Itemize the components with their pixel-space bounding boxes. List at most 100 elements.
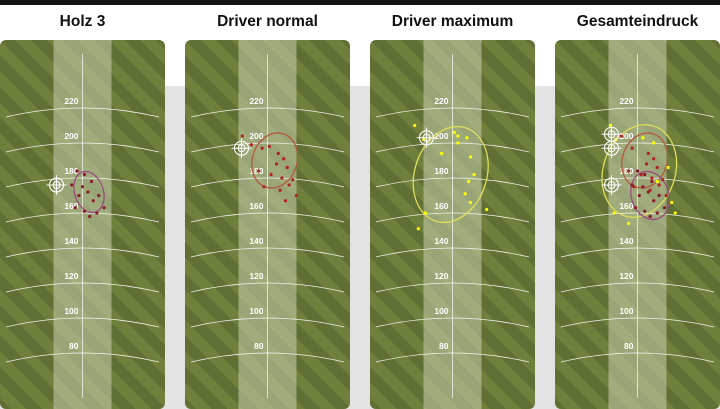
distance-arc	[5, 212, 160, 223]
shot-point	[661, 178, 665, 182]
distance-label: 220	[434, 96, 448, 106]
distance-label: 180	[619, 166, 633, 176]
distance-arc	[5, 352, 160, 363]
distance-arc	[190, 282, 345, 293]
distance-label: 80	[69, 341, 79, 351]
shot-point	[641, 185, 645, 189]
shot-point	[641, 136, 645, 140]
distance-label: 160	[249, 201, 263, 211]
distance-label: 120	[619, 271, 633, 281]
shot-point	[468, 200, 473, 205]
distance-arc	[560, 247, 715, 258]
shot-point	[294, 193, 298, 198]
target-crosshair-icon	[416, 127, 437, 148]
shot-point	[82, 209, 86, 213]
shot-point	[82, 172, 86, 177]
shot-point	[655, 179, 659, 184]
distance-label: 100	[64, 306, 78, 316]
shot-point	[655, 211, 659, 215]
shot-point	[646, 190, 650, 194]
top-rule	[0, 0, 720, 5]
distance-label: 80	[439, 341, 449, 351]
distance-arc	[5, 247, 160, 258]
dispersion-ellipse	[412, 125, 489, 224]
shot-point	[77, 193, 81, 198]
shot-point	[416, 227, 420, 231]
panel-title: Driver normal	[217, 13, 318, 30]
shot-point	[635, 169, 640, 173]
distance-label: 120	[249, 271, 263, 281]
distance-label: 120	[434, 271, 448, 281]
panel-title: Driver maximum	[391, 13, 514, 30]
shot-point	[644, 162, 649, 166]
shot-point	[452, 130, 456, 135]
distance-arc	[375, 282, 530, 293]
shot-point	[70, 183, 74, 187]
distance-label: 140	[249, 236, 263, 246]
distance-label: 120	[64, 271, 78, 281]
distance-arc	[375, 352, 530, 363]
distance-label: 220	[249, 96, 263, 106]
distance-arc	[190, 142, 345, 153]
distance-arc	[5, 282, 160, 293]
shot-point	[639, 172, 643, 177]
shot-point	[102, 206, 106, 210]
distance-label: 80	[254, 341, 264, 351]
distance-arc	[190, 177, 345, 188]
distance-label: 200	[619, 131, 633, 141]
distance-arc	[375, 212, 530, 223]
shot-point	[413, 123, 417, 128]
distance-arc	[560, 177, 715, 188]
shot-point	[456, 134, 460, 138]
shot-point	[643, 209, 647, 213]
distance-arc	[375, 107, 530, 118]
panel-title: Gesamteindruck	[576, 13, 699, 30]
shot-point	[646, 151, 650, 156]
shot-point	[280, 176, 284, 180]
shot-point	[283, 199, 288, 203]
shot-point	[256, 169, 261, 173]
shot-point	[278, 188, 282, 192]
target-crosshair-icon	[601, 138, 622, 159]
target-crosshair-icon	[601, 175, 622, 195]
shot-point	[285, 165, 289, 170]
shot-point	[662, 206, 667, 210]
distance-label: 200	[249, 131, 263, 141]
shot-point	[634, 206, 638, 210]
shot-point	[652, 199, 656, 203]
shot-point	[468, 155, 473, 159]
distance-label: 100	[619, 306, 633, 316]
shot-point	[472, 172, 476, 177]
distance-label: 140	[434, 236, 448, 246]
distance-label: 160	[64, 201, 78, 211]
shot-point	[95, 211, 99, 215]
shot-point	[612, 211, 616, 215]
target-crosshair-icon	[231, 138, 252, 159]
distance-arc	[5, 142, 160, 153]
shot-point	[619, 134, 623, 138]
distance-arc	[560, 142, 715, 153]
distance-arc	[375, 317, 530, 328]
shot-point	[670, 200, 674, 205]
shot-point	[630, 146, 634, 150]
distance-arc	[375, 142, 530, 153]
distance-label: 180	[64, 166, 78, 176]
shot-point	[463, 192, 467, 196]
shot-point	[287, 183, 291, 187]
shot-point	[652, 141, 656, 145]
distance-label: 220	[619, 96, 633, 106]
shot-point	[666, 165, 670, 170]
shot-point	[75, 169, 79, 173]
shot-point	[648, 214, 652, 219]
distance-label: 180	[434, 166, 448, 176]
shot-point	[652, 157, 656, 161]
shot-point	[650, 176, 654, 180]
shot-point	[89, 179, 94, 184]
shot-point	[673, 211, 677, 215]
shot-point	[485, 207, 489, 212]
dispersion-ellipse	[630, 170, 671, 221]
shot-point	[249, 143, 253, 147]
